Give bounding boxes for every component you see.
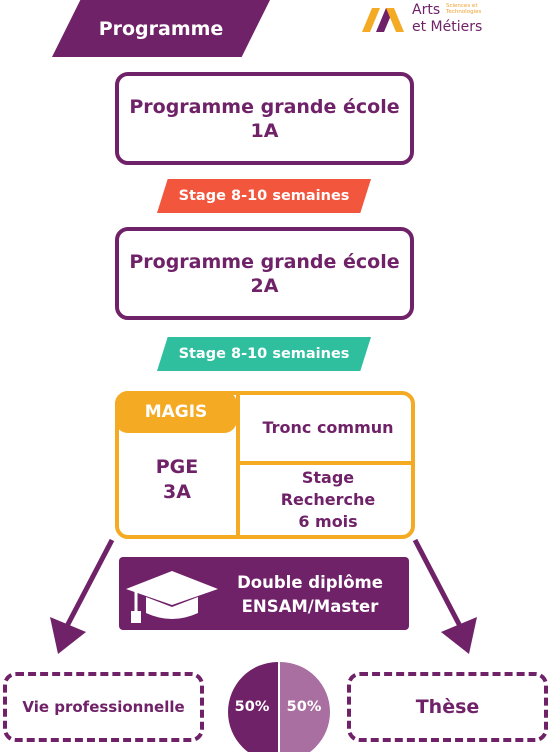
tronc-commun-label: Tronc commun bbox=[262, 418, 394, 437]
stage-recherche-line2: Recherche bbox=[280, 490, 376, 509]
double-diplome-text: Double diplôme ENSAM/Master bbox=[222, 571, 398, 619]
stage-recherche-line1: Stage bbox=[301, 468, 355, 487]
these-box: Thèse bbox=[347, 672, 548, 742]
vie-professionnelle-box: Vie professionnelle bbox=[3, 672, 204, 742]
arrow-right-icon bbox=[412, 538, 477, 654]
header-title: Programme bbox=[98, 17, 224, 40]
magis-divider-vertical bbox=[236, 393, 240, 537]
these-label: Thèse bbox=[415, 696, 480, 718]
3a-label: 3A bbox=[163, 481, 191, 503]
stage-recherche-line3: 6 mois bbox=[298, 512, 358, 531]
stage-2-banner: Stage 8-10 semaines bbox=[157, 337, 371, 371]
percentage-right: 50% bbox=[286, 699, 322, 715]
double-diplome-line2: ENSAM/Master bbox=[241, 597, 379, 616]
programme-2a-year: 2A bbox=[250, 274, 279, 297]
header-banner: Programme bbox=[52, 0, 270, 57]
programme-1a-year: 1A bbox=[250, 119, 279, 142]
arts-et-metiers-logo-icon bbox=[362, 8, 404, 32]
programme-2a-box: Programme grande école 2A bbox=[115, 227, 414, 320]
split-circle bbox=[228, 662, 330, 752]
magis-block bbox=[115, 391, 415, 539]
programme-2a-title: Programme grande école bbox=[129, 250, 400, 273]
vie-professionnelle-label: Vie professionnelle bbox=[22, 698, 185, 716]
logo-text-arts: Arts bbox=[412, 2, 441, 18]
stage-1-label: Stage 8-10 semaines bbox=[178, 188, 350, 204]
arrow-left-icon bbox=[50, 538, 115, 654]
split-circle-right-half bbox=[280, 662, 330, 752]
stage-1-banner: Stage 8-10 semaines bbox=[157, 179, 371, 213]
double-diplome-line1: Double diplôme bbox=[237, 573, 383, 592]
magis-label: MAGIS bbox=[115, 391, 237, 433]
programme-1a-title: Programme grande école bbox=[129, 95, 400, 118]
pge-3a-label: PGE 3A bbox=[119, 455, 235, 505]
programme-1a-box: Programme grande école 1A bbox=[115, 72, 414, 165]
stage-recherche-label: Stage Recherche 6 mois bbox=[242, 467, 414, 533]
logo-text-small: Sciences et Technologies bbox=[446, 3, 482, 15]
pge-label: PGE bbox=[155, 456, 199, 478]
stage-2-label: Stage 8-10 semaines bbox=[178, 346, 350, 362]
magis-divider-horizontal bbox=[238, 461, 413, 465]
logo-text-metiers: et Métiers bbox=[412, 19, 483, 35]
split-circle-left-half bbox=[228, 662, 278, 752]
graduation-cap-icon bbox=[126, 571, 218, 623]
percentage-left: 50% bbox=[234, 699, 270, 715]
